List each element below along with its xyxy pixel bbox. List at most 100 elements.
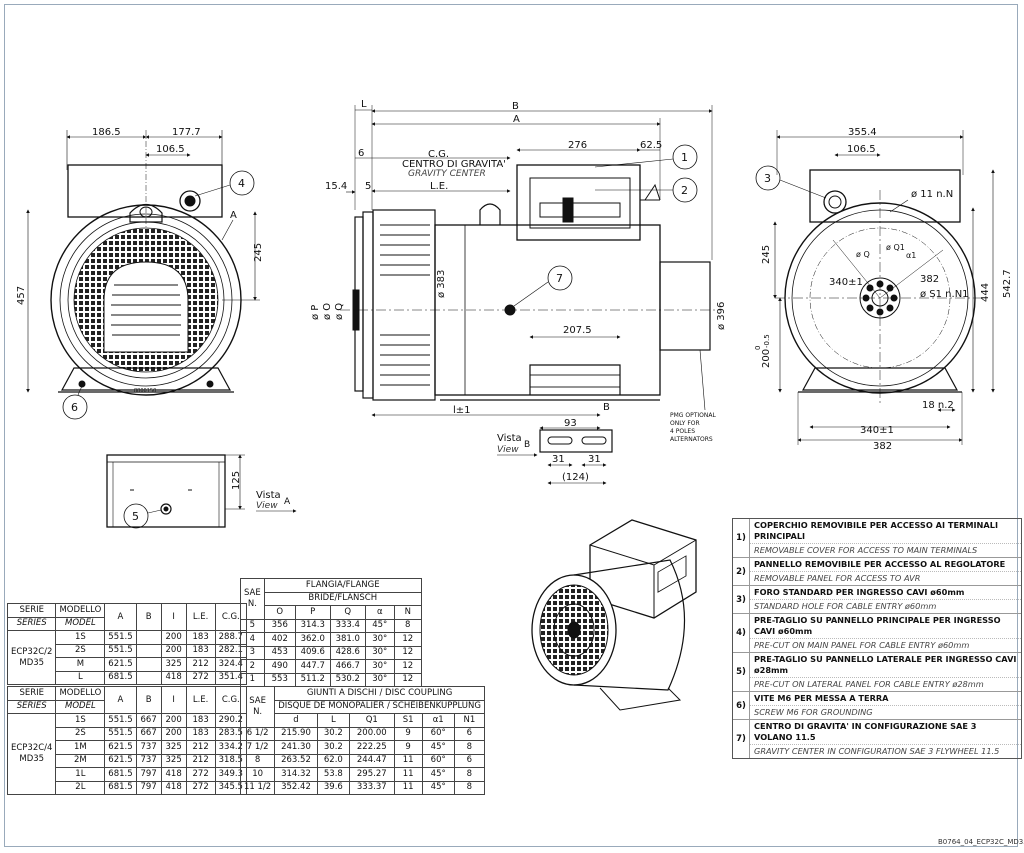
callout-5: [123, 503, 149, 529]
rear-view: 355.4 106.5 ø 11 n.N 340±1 382 ø S1 n.N1…: [754, 127, 1013, 452]
side-dim-93: 93: [564, 418, 577, 429]
side-dim-62: 62.5: [640, 140, 662, 151]
rear-dim-355: 355.4: [848, 127, 877, 138]
front-dim-106: 106.5: [156, 144, 185, 155]
side-dim-B: B: [512, 101, 519, 112]
rear-dim-200: 200: [761, 349, 772, 368]
front-nameplate: 8800150: [134, 388, 156, 394]
flange-subtitle: BRIDE/FLANSCH: [263, 591, 422, 606]
front-view: 186.5 177.7 106.5 8800150 457 245 A: [16, 127, 264, 420]
side-b-label: B: [603, 402, 610, 413]
rear-tol-0: 0: [754, 346, 762, 350]
callout-6-label: 6: [71, 401, 78, 414]
side-dim-6: 6: [358, 148, 364, 159]
cg-label-it: CENTRO DI GRAVITA': [402, 159, 506, 170]
note-item: 5)PRE-TAGLIO SU PANNELLO LATERALE PER IN…: [733, 653, 1021, 692]
cg-label: C.G.: [428, 149, 449, 160]
coupling-subtitle: DISQUE DE MONOPALIER / SCHEIBENKUPPLUNG: [274, 699, 485, 714]
pmg-note-1: PMG OPTIONAL: [670, 412, 716, 419]
side-dim-5: 5: [365, 181, 371, 192]
front-dim-177: 177.7: [172, 127, 201, 138]
side-dim-L: L: [361, 99, 367, 110]
th-i: I: [160, 603, 187, 631]
callout-5-label: 5: [132, 510, 139, 523]
th-model: MODEL: [55, 616, 106, 631]
th-series: SERIES: [6, 616, 57, 631]
le-label: L.E.: [430, 181, 448, 192]
top-view-label: View: [256, 501, 278, 511]
note-item: 7)CENTRO DI GRAVITA' IN CONFIGURAZIONE S…: [733, 720, 1021, 758]
front-dim-245: 245: [253, 243, 264, 262]
side-dim-15: 15.4: [325, 181, 347, 192]
rear-dim-382: 382: [873, 441, 892, 452]
note-item: 4)PRE-TAGLIO SU PANNELLO PRINCIPALE PER …: [733, 614, 1021, 653]
side-view: L B A 276 62.5 6 C.G. CENTRO DI GRAVITA'…: [310, 99, 727, 485]
notes-legend: 1)COPERCHIO REMOVIBILE PER ACCESSO AI TE…: [732, 518, 1022, 759]
side-dim-P: ø O: [322, 303, 333, 320]
callout-6: [62, 394, 88, 420]
side-dim-207: 207.5: [563, 325, 592, 336]
rear-alpha-half: ø Q1: [886, 243, 905, 252]
callout-1: [672, 144, 698, 170]
front-dim-186: 186.5: [92, 127, 121, 138]
th-b: B: [135, 603, 162, 631]
pmg-note-2: ONLY FOR: [670, 420, 700, 427]
callout-3-label: 3: [764, 172, 771, 185]
side-dim-31b: 31: [588, 454, 601, 465]
side-dim-Q: ø Q: [334, 303, 345, 320]
side-dim-124: (124): [562, 472, 589, 483]
pmg-note-4: ALTERNATORS: [670, 436, 713, 443]
callout-4: [229, 170, 255, 196]
coupling-title: GIUNTI A DISCHI / DISC COUPLING: [274, 686, 485, 701]
front-letter-a: A: [230, 210, 237, 221]
note-item: 1)COPERCHIO REMOVIBILE PER ACCESSO AI TE…: [733, 519, 1021, 558]
drawing-reference: B0764_04_ECP32C_MD35: [938, 838, 1024, 846]
side-dim-O: ø P: [310, 305, 321, 320]
series-table-1: SERIE MODELLO A B I L.E. C.G. SERIES MOD…: [6, 603, 247, 685]
flange-title: FLANGIA/FLANGE: [263, 578, 422, 593]
vista-label: Vista: [497, 433, 522, 444]
top-dim-125: 125: [231, 471, 242, 490]
callout-2-label: 2: [681, 184, 688, 197]
side-dim-396: ø 396: [716, 302, 727, 330]
rear-dim-444: 444: [980, 283, 991, 302]
side-dim-383: ø 383: [436, 270, 447, 298]
series-table-2: SERIE MODELLO A B I L.E. C.G. SERIES MOD…: [6, 686, 247, 795]
rear-s1-label: 340±1: [829, 277, 863, 288]
side-dim-276: 276: [568, 140, 587, 151]
top-letter: A: [284, 497, 291, 507]
rear-hole-label: ø 11 n.N: [911, 189, 953, 200]
callout-1-label: 1: [681, 151, 688, 164]
callout-3: [755, 165, 781, 191]
th-le: L.E.: [185, 603, 216, 631]
pmg-note-3: 4 POLES: [670, 428, 695, 435]
th-modello: MODELLO: [55, 603, 106, 618]
callout-7: [547, 265, 573, 291]
th-a: A: [104, 603, 137, 631]
side-dim-A: A: [513, 114, 520, 125]
view-b-letter: B: [524, 440, 530, 450]
view-label: View: [497, 445, 519, 455]
rear-q-label: 382: [920, 274, 939, 285]
